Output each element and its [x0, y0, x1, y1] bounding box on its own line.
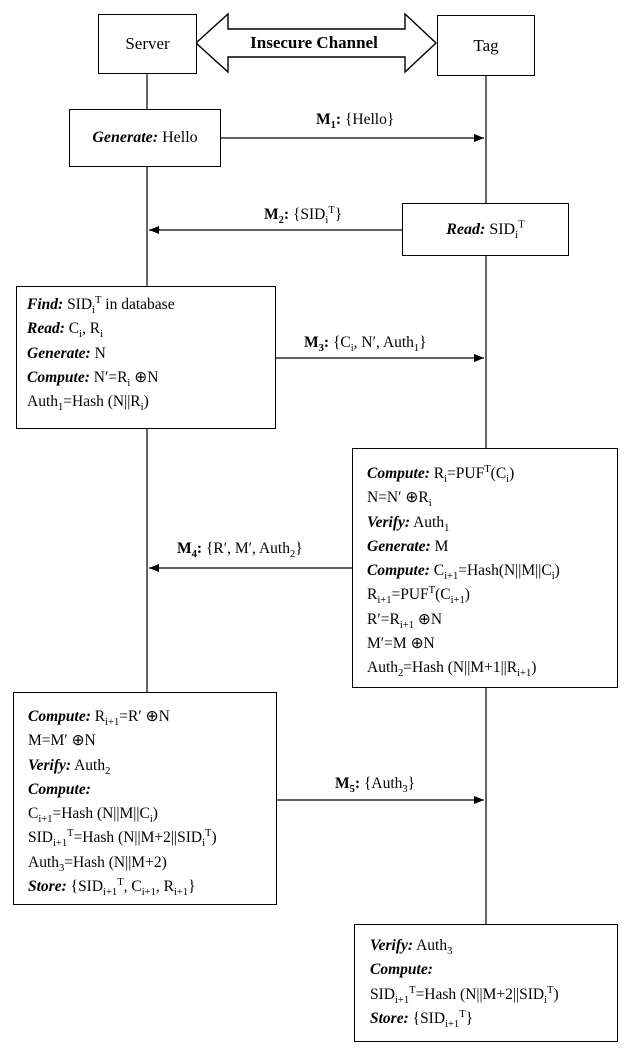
m2-label: M2: {SIDiT} [264, 204, 343, 227]
m5-label: M5: {Auth3} [335, 775, 416, 796]
tag-final-box: Verify: Auth3 Compute: SIDi+1T=Hash (N||… [354, 924, 618, 1042]
m2-content: {SIDiT} [292, 204, 343, 227]
hello-text: Hello [162, 129, 198, 146]
server-label: Server [125, 34, 170, 53]
server-header: Server [98, 14, 197, 74]
server-final-box: Compute: Ri+1=R′ ⊕N M=M′ ⊕N Verify: Auth… [13, 692, 277, 905]
tag-header: Tag [437, 15, 535, 76]
server-find-box: Find: SIDiT in database Read: Ci, Ri Gen… [16, 286, 276, 429]
generate-keyword: Generate: [92, 129, 159, 146]
tag-read-box: Read: SIDiT [402, 203, 569, 256]
read-sid-text: SIDiT [489, 218, 525, 241]
insecure-channel: Insecure Channel [190, 12, 438, 74]
m1-label: M1: {Hello} [316, 111, 395, 132]
read-keyword: Read: [446, 220, 486, 238]
channel-double-arrow [194, 12, 438, 74]
m4-content: {R′, M′, Auth2} [205, 540, 303, 561]
tag-label: Tag [473, 35, 499, 55]
m3-content: {Ci, N′, Auth1} [332, 334, 427, 355]
m5-content: {Auth3} [363, 775, 416, 796]
m4-label: M4: {R′, M′, Auth2} [177, 540, 303, 561]
server-generate-hello-box: Generate: Hello [69, 109, 221, 167]
m1-content: {Hello} [344, 111, 395, 128]
channel-label: Insecure Channel [250, 33, 378, 52]
m3-label: M3: {Ci, N′, Auth1} [304, 334, 427, 355]
tag-compute-box: Compute: Ri=PUFT(Ci) N=N′ ⊕Ri Verify: Au… [352, 448, 618, 688]
